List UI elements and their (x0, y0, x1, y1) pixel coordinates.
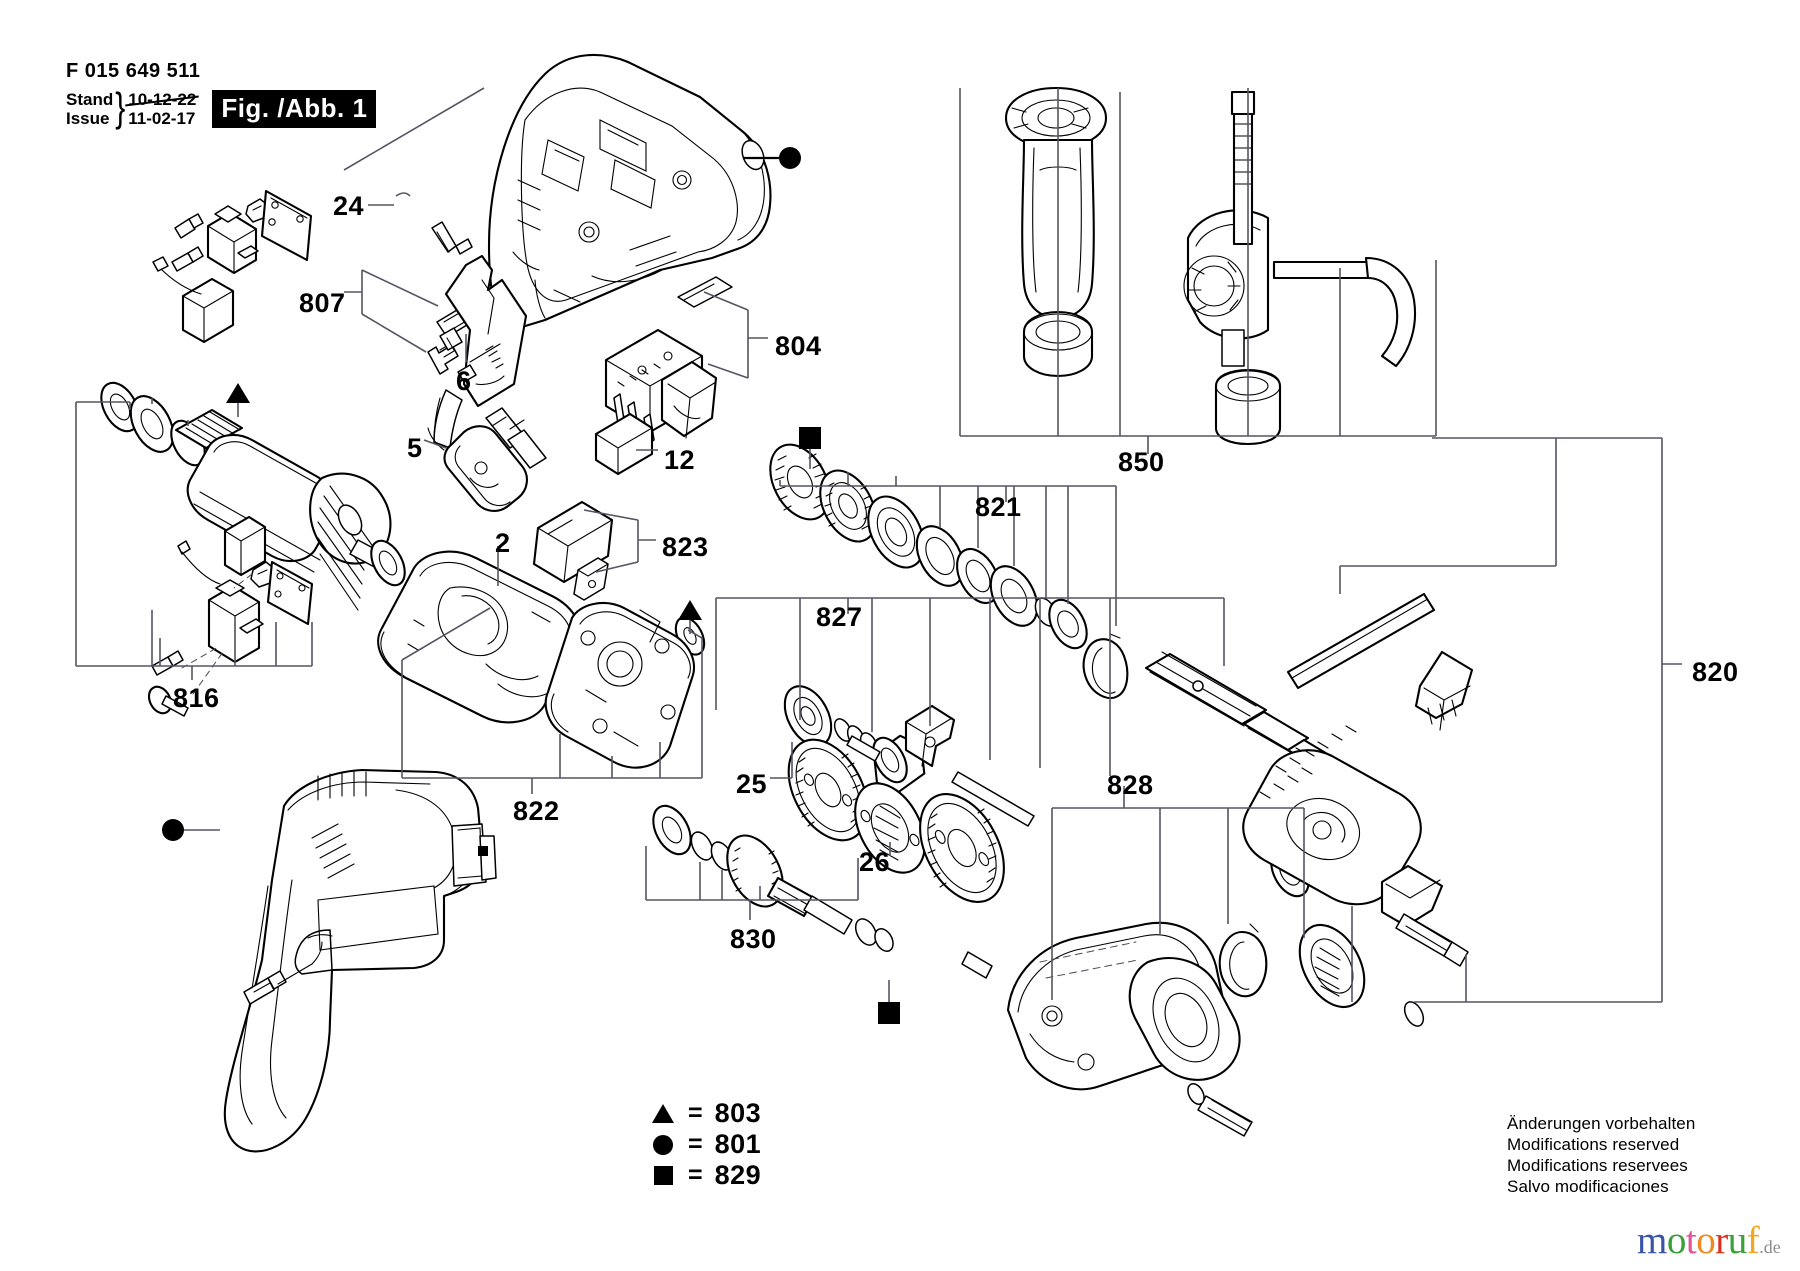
stand-issue-block: Stand Issue } 10-12-22 11-02-17 Fig. /Ab… (66, 86, 486, 131)
stand-date: 10-12-22 (128, 90, 197, 109)
watermark-letter: u (1727, 1219, 1748, 1262)
watermark-letter: m (1637, 1219, 1667, 1262)
group-bearing-stack-821 (769, 443, 1129, 700)
watermark-letter: o (1666, 1219, 1687, 1262)
legend-value: 829 (714, 1160, 762, 1190)
callout-828: 828 (1107, 770, 1154, 800)
callout-850: 850 (1118, 447, 1165, 477)
group-power-cord-plug (427, 407, 547, 512)
callout-25: 25 (736, 769, 768, 799)
stand-issue-labels: Stand Issue (66, 90, 113, 128)
group-gear-housing-822 (544, 602, 695, 769)
group-gear-case-housing (961, 921, 1253, 1137)
callout-804: 804 (775, 331, 822, 361)
triangle-symbol-armature (226, 383, 250, 403)
document-number: F 015 649 511 (66, 60, 201, 82)
motoruf-watermark-logo: motoruf.de (1637, 1219, 1781, 1269)
legend-value: 801 (714, 1129, 762, 1159)
legend-row: = 829 (650, 1160, 761, 1191)
group-switch-parts-top-left (152, 189, 313, 344)
stand-issue-dates: 10-12-22 11-02-17 (128, 90, 196, 128)
modifications-disclaimer: Änderungen vorbehalten Modifications res… (1507, 1113, 1695, 1197)
group-switch-module-804 (594, 276, 733, 476)
circle-symbol (650, 1134, 676, 1155)
callout-26: 26 (859, 847, 891, 877)
group-side-handle-850 (1004, 86, 1417, 446)
disclaimer-line-fr: Modifications reservees (1507, 1156, 1688, 1175)
group-assembly-symbols (162, 147, 900, 1024)
callout-816: 816 (173, 683, 220, 713)
callout-12: 12 (664, 445, 696, 475)
group-gear-train (652, 685, 1035, 952)
watermark-letter: t (1685, 1219, 1697, 1262)
triangle-symbol (650, 1104, 676, 1123)
callout-821: 821 (975, 492, 1022, 522)
triangle-symbol-stator (678, 600, 702, 620)
callout-6: 6 (456, 366, 472, 396)
circle-symbol-housing (779, 147, 801, 169)
watermark-letter: r (1715, 1219, 1728, 1262)
group-trigger-assembly (427, 221, 528, 449)
issue-date: 11-02-17 (128, 109, 196, 128)
callout-2: 2 (495, 528, 511, 558)
disclaimer-line-es: Salvo modificaciones (1507, 1177, 1669, 1196)
symbol-legend: = 803 = 801 = 829 (650, 1098, 761, 1191)
legend-row: = 803 (650, 1098, 761, 1129)
square-symbol-bevel (799, 427, 821, 449)
legend-equals: = (688, 1130, 703, 1158)
callout-807: 807 (299, 288, 346, 318)
watermark-letter: f (1746, 1219, 1760, 1262)
callout-823: 823 (662, 532, 709, 562)
legend-equals: = (688, 1161, 703, 1189)
group-brush-set-816 (147, 515, 314, 717)
callout-827: 827 (816, 602, 863, 632)
disclaimer-line-de: Änderungen vorbehalten (1507, 1114, 1696, 1133)
circle-symbol-drill (162, 819, 184, 841)
watermark-letter: o (1696, 1219, 1716, 1262)
group-brush-holder-823 (532, 500, 614, 601)
callout-5: 5 (407, 433, 423, 463)
watermark-suffix: .de (1759, 1237, 1781, 1257)
callout-24: 24 (333, 191, 365, 221)
header-block: F 015 649 511 Stand Issue } 10-12-22 11-… (66, 60, 486, 131)
callout-820: 820 (1692, 657, 1739, 687)
callout-830: 830 (730, 924, 777, 954)
square-symbol (650, 1166, 676, 1185)
square-symbol-gearcase (878, 1002, 900, 1024)
legend-row: = 801 (650, 1129, 761, 1160)
group-armature-rotor (100, 381, 406, 611)
callout-822: 822 (513, 796, 560, 826)
legend-value: 803 (714, 1098, 762, 1128)
stand-label: Stand (66, 90, 114, 109)
group-motor-housing-half (487, 53, 772, 335)
figure-badge: Fig. /Abb. 1 (212, 90, 377, 128)
issue-label: Issue (66, 109, 110, 128)
group-assembled-drill (223, 768, 497, 1153)
group-leader-lines (75, 87, 1682, 1003)
brace-glyph: } (115, 86, 126, 131)
disclaimer-line-en: Modifications reserved (1507, 1135, 1680, 1154)
legend-equals: = (688, 1099, 703, 1127)
group-drill-chuck (1242, 592, 1474, 967)
